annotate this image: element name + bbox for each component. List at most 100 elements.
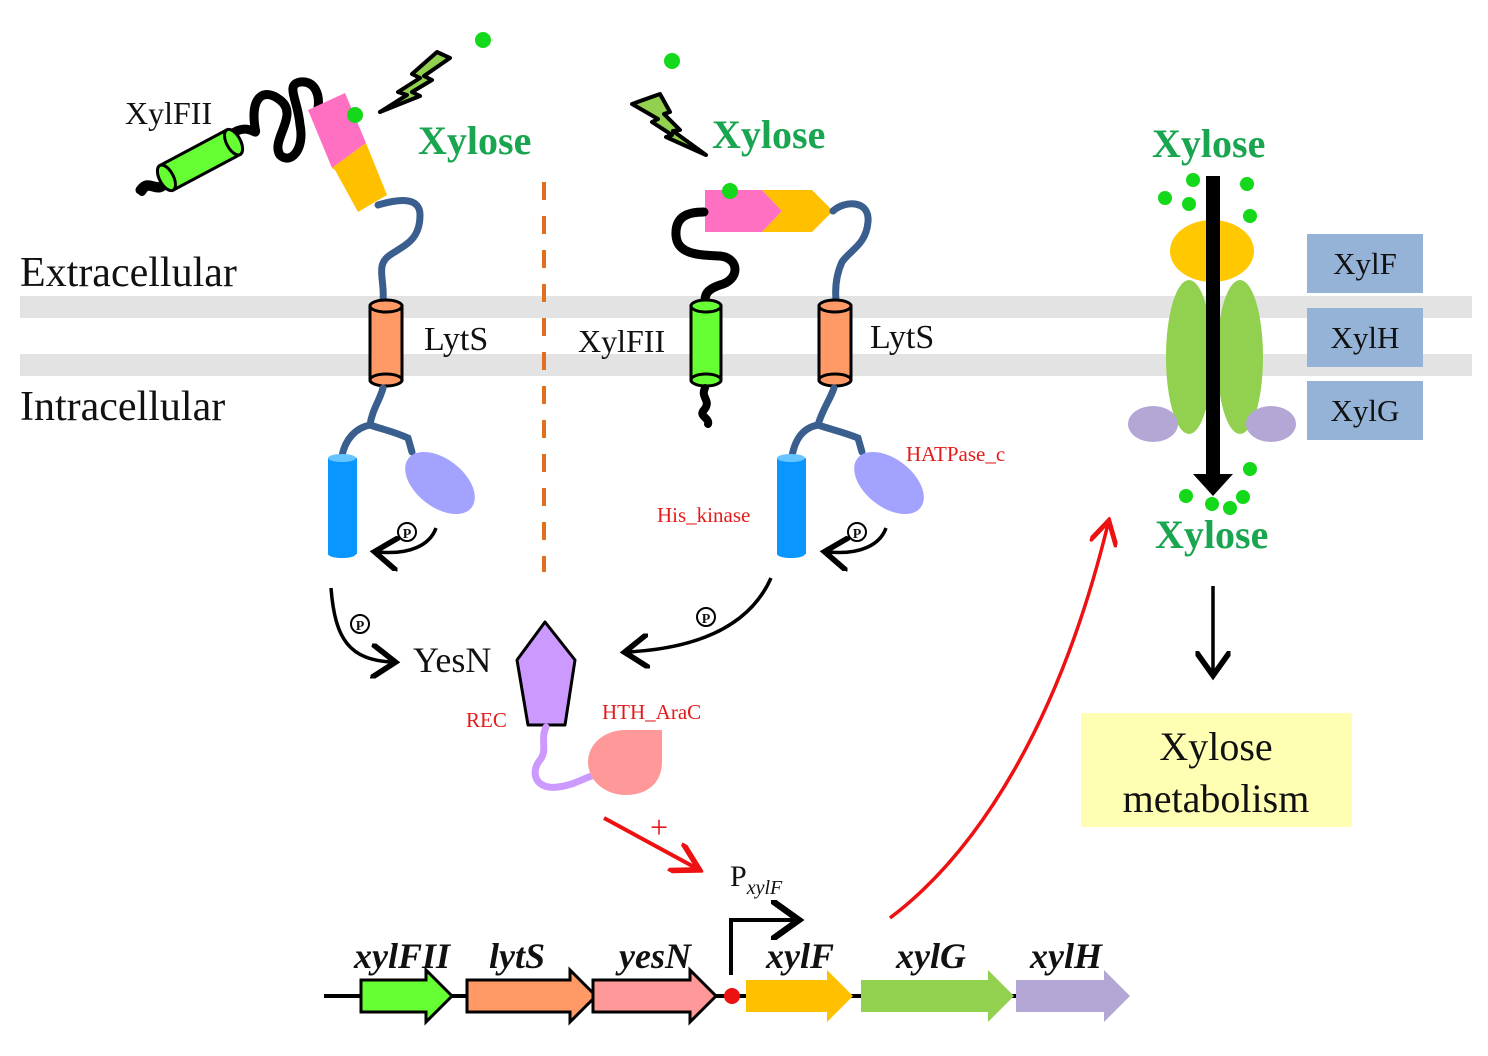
- hatpase-domain: [405, 451, 475, 515]
- gene-arrow-xylg: [861, 970, 1014, 1022]
- xylose-molecule: [1223, 501, 1237, 515]
- xylose-molecule: [664, 53, 680, 69]
- gene-label-xylh: xylH: [1029, 936, 1103, 976]
- xylose-molecule: [475, 32, 491, 48]
- his-kinase-domain: [328, 454, 357, 558]
- phospho-icon: P: [696, 607, 716, 627]
- gene-label-yesn: yesN: [615, 936, 693, 976]
- xylose-transporter: Xylose Xylose XylF XylH: [1128, 121, 1423, 557]
- xylose-metabolism-box: Xylose metabolism: [1081, 713, 1352, 827]
- xylfii-helix: [155, 127, 245, 193]
- phosphotransfer-arrow-middle: [628, 577, 773, 652]
- svg-text:P: P: [702, 612, 711, 627]
- xylfii-label-left: XylFII: [125, 95, 212, 131]
- promoter-label: PxylF: [730, 860, 783, 899]
- component-box-xylh: XylH: [1307, 308, 1423, 367]
- xylose-molecule: [1182, 197, 1196, 211]
- his-kinase-label: His_kinase: [657, 503, 750, 527]
- xylose-label-inside: Xylose: [1155, 512, 1268, 557]
- xylose-molecule: [1158, 191, 1172, 205]
- svg-text:P: P: [853, 527, 862, 542]
- hatpase-domain: [854, 451, 924, 515]
- activation-plus: +: [650, 809, 668, 845]
- xylose-molecule: [1236, 490, 1250, 504]
- phospho-icon: P: [350, 614, 370, 634]
- atpase-subunit-left: [1128, 406, 1178, 442]
- xylose-label-middle: Xylose: [712, 112, 825, 157]
- lightning-icon: [630, 92, 708, 157]
- xylose-label-outside: Xylose: [1152, 121, 1265, 166]
- expression-arrow: [888, 524, 1108, 920]
- xylose-label-left: Xylose: [418, 118, 531, 163]
- gene-arrow-xylfii: [359, 966, 455, 1026]
- lyts-linker-intracellular: [338, 384, 416, 460]
- hatpase-label: HATPase_c: [906, 442, 1005, 466]
- promoter-site: [724, 988, 740, 1004]
- xylose-molecule: [1243, 462, 1257, 476]
- lyts-label-left: LytS: [424, 321, 488, 358]
- gene-label-xylg: xylG: [895, 936, 966, 976]
- gene-label-lyts: lytS: [489, 936, 545, 976]
- atpase-subunit-right: [1246, 406, 1296, 442]
- transport-arrow-shaft: [1206, 176, 1220, 476]
- xylose-molecule: [1179, 489, 1193, 503]
- lyts-helix: [368, 298, 404, 388]
- transmembrane-subunit-right: [1217, 280, 1263, 434]
- xylose-molecule: [347, 107, 363, 123]
- lightning-icon: [378, 50, 452, 114]
- gene-arrow-xylf: [746, 970, 853, 1022]
- transcription-start-arrow: [729, 920, 795, 975]
- svg-text:P: P: [403, 527, 412, 542]
- yesn-linker: [531, 723, 599, 791]
- gene-arrow-lyts: [465, 966, 599, 1026]
- svg-text:XylG: XylG: [1331, 393, 1400, 428]
- xylfii-helix: [689, 298, 723, 388]
- xylose-molecule: [1186, 173, 1200, 187]
- lyts-helix: [817, 298, 853, 388]
- lyts-linker-intracellular: [788, 384, 866, 460]
- left-panel: Xylose XylFII LytS: [125, 32, 531, 662]
- orange-sensor-domain: [332, 143, 387, 212]
- phosphotransfer-arrow-left: [329, 587, 392, 662]
- xylose-molecule: [1205, 497, 1219, 511]
- xylose-molecule: [722, 183, 738, 199]
- yesn-regulator: YesN REC HTH_AraC: [413, 620, 701, 795]
- operon: xylFII lytS yesN xylF xylG xylH: [324, 936, 1130, 1026]
- yesn-label: YesN: [413, 640, 491, 680]
- rec-domain: [515, 620, 577, 727]
- rec-label: REC: [466, 708, 507, 732]
- lyts-linker-extracellular: [829, 200, 872, 304]
- pink-sensor-domain: [705, 190, 782, 232]
- gene-arrow-yesn: [591, 966, 719, 1026]
- gene-label-xylfii: xylFII: [353, 936, 452, 976]
- transmembrane-subunit-left: [1166, 280, 1212, 434]
- svg-text:XylH: XylH: [1331, 320, 1400, 355]
- autophosphorylation-arrow: [828, 527, 888, 553]
- phospho-icon: P: [397, 522, 417, 542]
- xylose-molecule: [1240, 177, 1254, 191]
- xylfii-cytoplasmic-tail: [698, 384, 713, 428]
- middle-panel: Xylose XylFII LytS His_kinase HAT: [578, 53, 1005, 652]
- component-box-xylg: XylG: [1307, 381, 1423, 440]
- lyts-linker-extracellular: [374, 197, 424, 304]
- svg-text:Xylose: Xylose: [1159, 724, 1272, 769]
- component-box-xylf: XylF: [1307, 234, 1423, 293]
- gene-arrow-xylh: [1016, 970, 1130, 1022]
- xylose-molecule: [1243, 209, 1257, 223]
- extracellular-label: Extracellular: [20, 250, 237, 296]
- phospho-icon: P: [847, 522, 867, 542]
- svg-text:XylF: XylF: [1333, 246, 1397, 281]
- activation-arrow: [603, 816, 696, 868]
- xylfii-label-middle: XylFII: [578, 323, 665, 359]
- intracellular-label: Intracellular: [20, 384, 225, 430]
- transport-arrow-head: [1193, 474, 1233, 496]
- his-kinase-domain: [777, 454, 806, 558]
- gene-label-xylf: xylF: [765, 936, 834, 976]
- autophosphorylation-arrow: [378, 527, 438, 553]
- xylfii-linker: [671, 207, 740, 307]
- lyts-label-middle: LytS: [870, 319, 934, 356]
- orange-sensor-domain: [762, 190, 833, 232]
- hth-arac-label: HTH_AraC: [602, 700, 701, 724]
- svg-text:metabolism: metabolism: [1123, 776, 1310, 821]
